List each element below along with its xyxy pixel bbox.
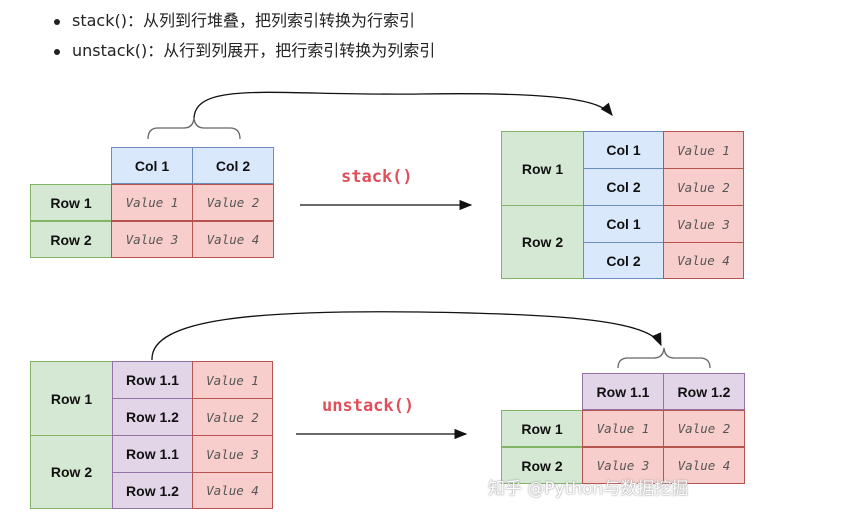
col2-label: Col 2	[583, 242, 664, 279]
value-cell: Value 2	[192, 184, 274, 221]
col2-label: Col 2	[583, 168, 664, 206]
row12-header: Row 1.2	[663, 373, 745, 410]
value-cell: Value 4	[663, 447, 745, 484]
value-cell: Value 4	[663, 242, 744, 279]
value-cell: Value 3	[663, 205, 744, 243]
value-cell: Value 2	[663, 410, 745, 447]
unstack-operator: unstack()	[322, 396, 415, 416]
value-cell: Value 1	[111, 184, 193, 221]
col1-header: Col 1	[111, 147, 193, 184]
value-cell: Value 3	[192, 435, 273, 473]
row12-label: Row 1.2	[112, 398, 193, 436]
value-cell: Value 4	[192, 221, 274, 258]
col2-header: Col 2	[192, 147, 274, 184]
col1-label: Col 1	[583, 131, 664, 169]
stack-operator: stack()	[341, 167, 413, 187]
column-brace	[147, 117, 241, 140]
row11-label: Row 1.1	[112, 361, 193, 399]
value-cell: Value 4	[192, 472, 273, 509]
row2-label: Row 2	[30, 221, 112, 258]
row11-header: Row 1.1	[582, 373, 664, 410]
result-column-brace	[617, 347, 711, 369]
stack-curve-arrow	[193, 91, 613, 119]
row12-label: Row 1.2	[112, 472, 193, 509]
row1-label: Row 1	[501, 131, 584, 206]
row11-label: Row 1.1	[112, 435, 193, 473]
bullet-unstack: unstack()：从行到列展开，把行索引转换为列索引	[44, 36, 435, 66]
value-cell: Value 3	[111, 221, 193, 258]
value-cell: Value 2	[192, 398, 273, 436]
row2-label: Row 2	[30, 435, 113, 509]
bullet-list: stack()：从列到行堆叠，把列索引转换为行索引 unstack()：从行到列…	[44, 6, 435, 66]
col1-label: Col 1	[583, 205, 664, 243]
row1-label: Row 1	[501, 410, 583, 447]
watermark: 知乎 @Python与数据挖掘	[488, 479, 689, 499]
value-cell: Value 3	[582, 447, 664, 484]
unstack-curve-arrow	[151, 311, 662, 361]
value-cell: Value 2	[663, 168, 744, 206]
row1-label: Row 1	[30, 361, 113, 436]
value-cell: Value 1	[663, 131, 744, 169]
row1-label: Row 1	[30, 184, 112, 221]
bullet-stack: stack()：从列到行堆叠，把列索引转换为行索引	[44, 6, 435, 36]
value-cell: Value 1	[192, 361, 273, 399]
row2-label: Row 2	[501, 205, 584, 279]
value-cell: Value 1	[582, 410, 664, 447]
